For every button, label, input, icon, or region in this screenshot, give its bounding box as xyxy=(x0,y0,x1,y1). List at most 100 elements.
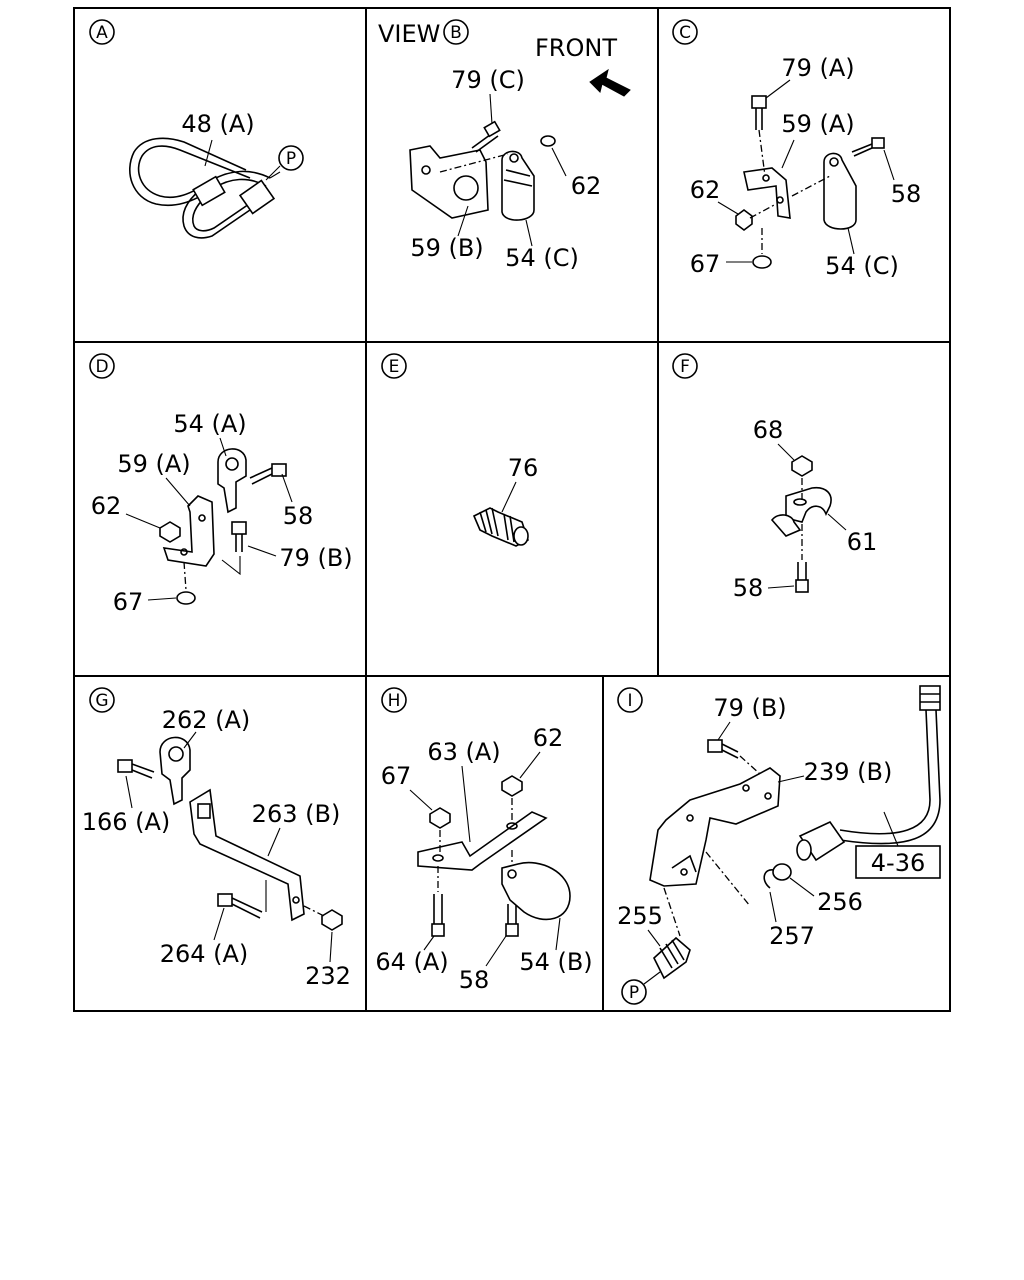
panel-b: VIEW B FRONT 79 (C) 62 59 (B) xyxy=(378,19,631,272)
svg-text:58: 58 xyxy=(891,180,922,208)
panel-d: D 54 (A) 59 (A) 58 xyxy=(89,353,353,616)
label-79b-i: 79 (B) xyxy=(713,694,787,741)
svg-text:54 (B): 54 (B) xyxy=(519,948,592,976)
svg-text:67: 67 xyxy=(381,762,412,790)
svg-text:48 (A): 48 (A) xyxy=(181,110,254,138)
label-263b: 263 (B) xyxy=(252,800,340,857)
brake-hose-drawing xyxy=(705,685,941,907)
label-67-c: 67 xyxy=(690,250,752,278)
label-67-h: 67 xyxy=(381,762,433,811)
label-79b-d: 79 (B) xyxy=(247,544,353,572)
svg-text:79 (B): 79 (B) xyxy=(713,694,786,722)
front-arrow-icon xyxy=(589,68,631,97)
panel-c: C 79 (A) 59 (A) 58 xyxy=(672,19,922,280)
svg-text:257: 257 xyxy=(769,922,815,950)
panel-f: F 68 61 58 xyxy=(672,353,878,602)
svg-text:59 (A): 59 (A) xyxy=(117,450,190,478)
panel-a-marker: A xyxy=(89,19,115,45)
label-58-f: 58 xyxy=(733,574,795,602)
svg-text:59 (B): 59 (B) xyxy=(410,234,483,262)
svg-text:58: 58 xyxy=(733,574,764,602)
label-68: 68 xyxy=(753,416,795,461)
label-67-d: 67 xyxy=(113,588,177,616)
label-62-d: 62 xyxy=(91,492,161,529)
label-58-d: 58 xyxy=(281,473,313,530)
label-257: 257 xyxy=(769,891,815,950)
callout-p-marker-i: P xyxy=(621,971,661,1005)
svg-text:68: 68 xyxy=(753,416,784,444)
label-59a-d: 59 (A) xyxy=(117,450,191,507)
fitting-76-drawing xyxy=(472,507,529,547)
svg-text:67: 67 xyxy=(113,588,144,616)
label-62-h: 62 xyxy=(519,724,564,779)
panel-f-marker: F xyxy=(672,353,698,379)
label-54b: 54 (B) xyxy=(519,917,593,976)
svg-text:62: 62 xyxy=(690,176,721,204)
panel-i: I 79 (B xyxy=(617,685,941,1005)
svg-text:C: C xyxy=(679,23,691,43)
svg-text:63 (A): 63 (A) xyxy=(427,738,500,766)
svg-text:I: I xyxy=(627,691,632,711)
label-256: 256 xyxy=(789,877,863,916)
ref-4-36-box[interactable]: 4-36 xyxy=(855,811,941,879)
label-58-h: 58 xyxy=(459,935,507,994)
label-262a: 262 (A) xyxy=(162,706,251,749)
svg-text:256: 256 xyxy=(817,888,863,916)
svg-text:232: 232 xyxy=(305,962,351,990)
svg-text:62: 62 xyxy=(533,724,564,752)
svg-text:61: 61 xyxy=(847,528,878,556)
svg-text:54 (A): 54 (A) xyxy=(173,410,246,438)
svg-text:79 (B): 79 (B) xyxy=(279,544,352,572)
svg-text:67: 67 xyxy=(690,250,721,278)
panel-b-marker: B xyxy=(443,19,469,45)
svg-text:58: 58 xyxy=(459,966,490,994)
label-61: 61 xyxy=(827,513,878,556)
svg-text:P: P xyxy=(286,149,296,169)
panel-e-marker: E xyxy=(381,353,407,379)
svg-text:H: H xyxy=(388,691,401,711)
svg-text:B: B xyxy=(450,23,462,43)
panel-a: A 48 (A) P xyxy=(89,19,304,239)
panel-d-marker: D xyxy=(89,353,115,379)
bracket-59a-d-drawing xyxy=(159,448,287,605)
svg-text:79 (A): 79 (A) xyxy=(781,54,854,82)
svg-text:255: 255 xyxy=(617,902,663,930)
svg-text:166 (A): 166 (A) xyxy=(82,808,171,836)
label-62-c: 62 xyxy=(690,176,739,215)
svg-text:62: 62 xyxy=(91,492,122,520)
bracket-59a-c-drawing xyxy=(735,95,885,269)
svg-text:239 (B): 239 (B) xyxy=(804,758,893,786)
label-63a: 63 (A) xyxy=(427,738,501,843)
svg-text:FRONT: FRONT xyxy=(535,34,617,62)
svg-text:P: P xyxy=(629,983,639,1003)
pipe-48a-drawing xyxy=(129,137,281,239)
svg-text:D: D xyxy=(95,357,108,377)
label-79a-c: 79 (A) xyxy=(765,54,855,99)
label-166a: 166 (A) xyxy=(82,775,171,836)
svg-text:59 (A): 59 (A) xyxy=(781,110,854,138)
panel-g: G 262 (A) 166 (A) 263 (B) xyxy=(82,687,351,990)
svg-text:264 (A): 264 (A) xyxy=(160,940,249,968)
svg-text:262 (A): 262 (A) xyxy=(162,706,251,734)
callout-p-marker-a: P xyxy=(265,145,304,181)
panel-e: E 76 xyxy=(381,353,539,547)
bracket-263b-drawing xyxy=(117,736,343,931)
panel-h: H 63 (A) 62 67 xyxy=(375,687,593,994)
panel-h-marker: H xyxy=(381,687,407,713)
label-54a-d: 54 (A) xyxy=(173,410,247,457)
svg-text:G: G xyxy=(95,691,108,711)
svg-text:76: 76 xyxy=(508,454,539,482)
panel-i-marker: I xyxy=(617,687,643,713)
svg-text:54 (C): 54 (C) xyxy=(825,252,899,280)
panel-c-marker: C xyxy=(672,19,698,45)
label-54c-b: 54 (C) xyxy=(505,219,579,272)
label-62-b: 62 xyxy=(551,147,601,200)
label-59a-c: 59 (A) xyxy=(781,110,855,169)
clip-61-drawing xyxy=(770,455,832,593)
label-54c-c: 54 (C) xyxy=(825,227,899,280)
label-79c: 79 (C) xyxy=(451,66,525,125)
svg-text:A: A xyxy=(96,23,108,43)
svg-text:54 (C): 54 (C) xyxy=(505,244,579,272)
label-64a: 64 (A) xyxy=(375,935,449,976)
